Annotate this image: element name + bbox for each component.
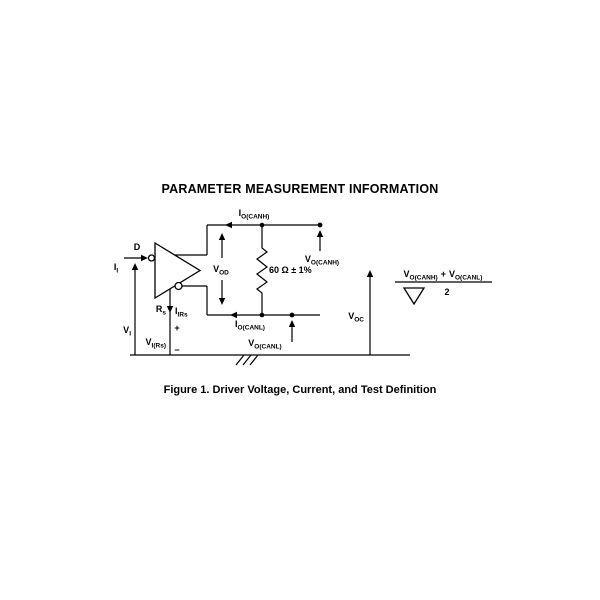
canl-junction-dot bbox=[259, 312, 265, 318]
figure-caption: Figure 1. Driver Voltage, Current, and T… bbox=[163, 384, 437, 396]
label-plus-sign: + bbox=[174, 323, 179, 333]
label-canh-current: IO(CANH) bbox=[239, 208, 270, 221]
label-common-voltage: VOC bbox=[348, 311, 364, 324]
label-minus-sign: − bbox=[174, 345, 179, 355]
label-d-input: D bbox=[134, 242, 141, 252]
vod-arrow-up-icon bbox=[218, 233, 226, 240]
vo-canh-arrow-icon bbox=[316, 230, 324, 237]
canh-branch-wire bbox=[175, 225, 208, 256]
reference-triangle-icon bbox=[402, 287, 426, 306]
input-arrow-icon bbox=[141, 254, 148, 262]
iirs-arrow-icon bbox=[166, 306, 174, 313]
label-rs-pin: Rs bbox=[156, 304, 167, 317]
canl-inverter-bubble bbox=[174, 281, 183, 291]
label-resistor-value: 60 Ω ± 1% bbox=[269, 265, 312, 275]
label-canl-voltage: VO(CANL) bbox=[248, 338, 281, 351]
label-formula-numerator: VO(CANH)+VO(CANL) bbox=[404, 269, 483, 282]
circuit-diagram: D II VI Rs IIRs + VI(Rs) − IO(CANH) VO(C… bbox=[114, 208, 492, 366]
vo-canl-terminal-dot bbox=[289, 312, 295, 318]
page-title: PARAMETER MEASUREMENT INFORMATION bbox=[161, 182, 439, 196]
vi-arrow-icon bbox=[131, 263, 139, 270]
io-canl-arrow-icon bbox=[230, 311, 237, 319]
vo-canh-terminal-dot bbox=[317, 222, 323, 228]
load-resistor bbox=[255, 225, 269, 315]
ground-symbol-icon bbox=[235, 354, 259, 366]
label-canl-current: IO(CANL) bbox=[235, 319, 265, 332]
canl-branch-wire bbox=[182, 285, 208, 315]
label-input-voltage: VI bbox=[123, 325, 131, 338]
label-rs-current: IIRs bbox=[175, 306, 188, 319]
vod-arrow-down-icon bbox=[218, 298, 226, 305]
label-formula-denominator: 2 bbox=[444, 287, 449, 297]
label-canh-voltage: VO(CANH) bbox=[305, 254, 339, 267]
io-canh-arrow-icon bbox=[225, 221, 232, 229]
vo-canl-arrow-icon bbox=[288, 320, 296, 327]
canh-junction-dot bbox=[259, 222, 265, 228]
input-terminal-bubble bbox=[147, 254, 156, 262]
label-diff-voltage: VOD bbox=[213, 264, 229, 277]
label-input-current: II bbox=[114, 262, 119, 275]
voc-arrow-icon bbox=[366, 270, 374, 277]
label-rs-voltage: VI(Rs) bbox=[146, 337, 166, 350]
